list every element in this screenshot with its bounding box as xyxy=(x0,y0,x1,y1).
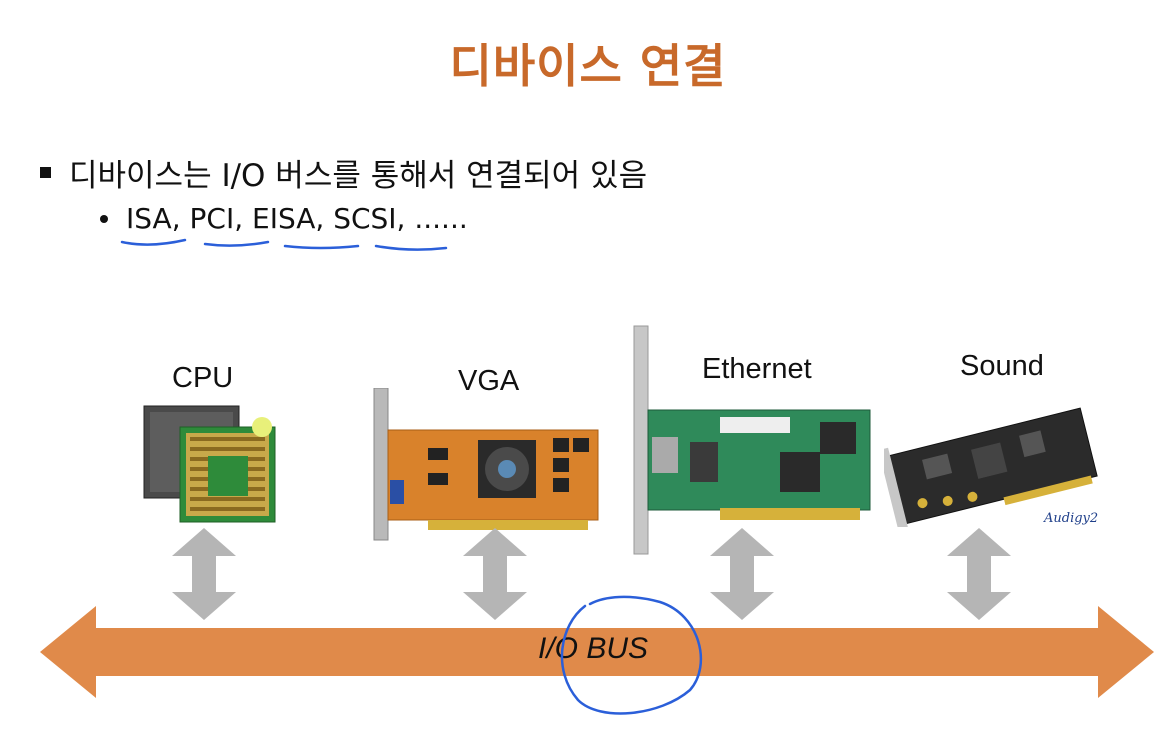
sound-bus-arrow-icon xyxy=(947,528,1011,620)
io-bus-arrow-icon xyxy=(40,606,1154,698)
dot-bullet-icon xyxy=(100,214,108,223)
sound-card-logo: Audigy2 xyxy=(1043,511,1098,526)
io-bus-label: I/O BUS xyxy=(538,632,649,665)
label-sound: Sound xyxy=(960,350,1044,382)
bullet-main: 디바이스는 I/O 버스를 통해서 연결되어 있음 xyxy=(40,150,647,195)
ethernet-card-image xyxy=(633,325,871,555)
square-bullet-icon xyxy=(40,167,51,178)
ethernet-bus-arrow-icon xyxy=(710,528,774,620)
bullet-sub: ISA, PCI, EISA, SCSI, ...... xyxy=(100,202,468,235)
label-ethernet: Ethernet xyxy=(702,353,812,385)
page-title: 디바이스 연결 xyxy=(449,39,727,93)
cpu-bus-arrow-icon xyxy=(172,528,236,620)
label-cpu: CPU xyxy=(172,362,234,394)
label-vga: VGA xyxy=(458,365,520,397)
bullet-sub-text: ISA, PCI, EISA, SCSI, ...... xyxy=(126,202,468,235)
cpu-chip-image xyxy=(143,405,276,523)
bullet-main-text: 디바이스는 I/O 버스를 통해서 연결되어 있음 xyxy=(69,158,648,194)
sound-card-image: Audigy2 xyxy=(884,407,1098,527)
vga-card-image xyxy=(373,388,599,541)
vga-bus-arrow-icon xyxy=(463,528,527,620)
